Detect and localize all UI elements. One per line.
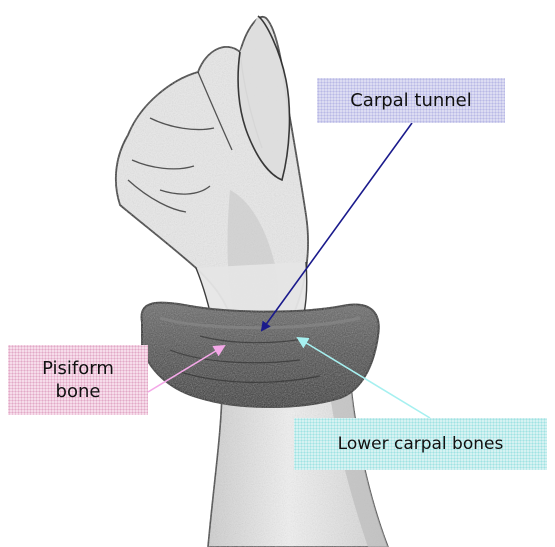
- lower-carpal-bones-label: Lower carpal bones: [294, 418, 547, 470]
- wrist-band: [141, 303, 378, 407]
- pisiform-line-2: bone: [56, 381, 101, 402]
- pisiform-bone-text: Pisiform bone: [42, 357, 114, 404]
- pisiform-bone-label: Pisiform bone: [8, 345, 148, 415]
- carpal-tunnel-text: Carpal tunnel: [350, 89, 472, 112]
- lower-carpal-bones-text: Lower carpal bones: [338, 433, 504, 455]
- carpal-tunnel-label: Carpal tunnel: [317, 78, 505, 123]
- pisiform-line-1: Pisiform: [42, 358, 114, 379]
